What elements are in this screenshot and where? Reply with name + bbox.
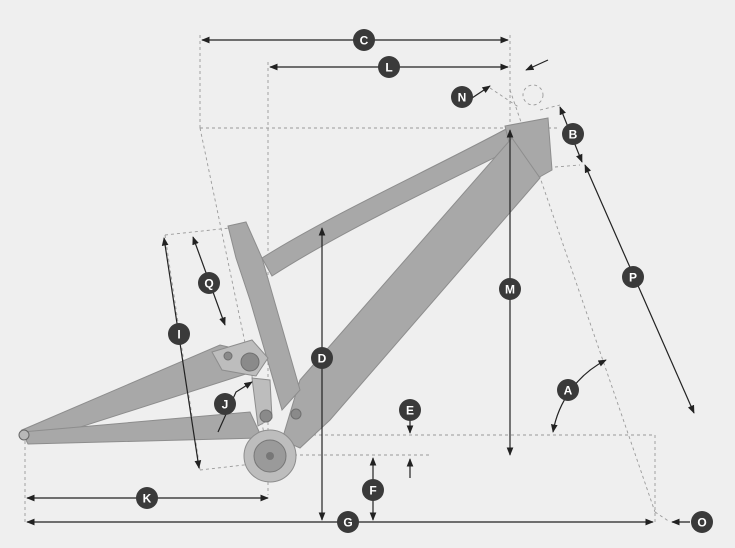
badge-c: C xyxy=(353,29,375,51)
badge-o: O xyxy=(691,511,713,533)
badge-j: J xyxy=(214,393,236,415)
badge-e: E xyxy=(399,399,421,421)
badge-c-label: C xyxy=(360,34,369,48)
dim-j-arrow xyxy=(217,381,253,433)
rear-dropout xyxy=(18,429,30,441)
badge-i-label: I xyxy=(177,328,180,342)
crank-bolt xyxy=(266,452,274,460)
badge-i: I xyxy=(168,323,190,345)
shock-mount xyxy=(290,408,302,420)
badge-a-label: A xyxy=(564,384,573,398)
badge-a: A xyxy=(557,379,579,401)
badge-k: K xyxy=(136,487,158,509)
upper-pivot xyxy=(223,351,233,361)
badge-p: P xyxy=(622,266,644,288)
dim-i xyxy=(161,237,202,469)
dimension-lines xyxy=(26,36,695,526)
down-tube xyxy=(281,137,541,449)
badge-q: Q xyxy=(198,272,220,294)
badge-d-label: D xyxy=(318,352,327,366)
badge-f: F xyxy=(362,479,384,501)
badge-b-label: B xyxy=(569,128,578,142)
badge-m: M xyxy=(499,278,521,300)
dim-n-arrow xyxy=(471,85,491,99)
badge-f-label: F xyxy=(369,484,376,498)
badge-g: G xyxy=(337,511,359,533)
badge-n: N xyxy=(451,86,473,108)
badge-m-label: M xyxy=(505,283,515,297)
badge-k-label: K xyxy=(143,492,152,506)
main-pivot xyxy=(259,409,273,423)
badge-d: D xyxy=(311,347,333,369)
bike-frame xyxy=(18,117,553,483)
badge-g-label: G xyxy=(343,516,352,530)
badge-p-label: P xyxy=(629,271,637,285)
construction-guides xyxy=(24,35,671,525)
badge-b: B xyxy=(562,123,584,145)
badge-o-label: O xyxy=(697,516,706,530)
dim-p xyxy=(584,164,695,414)
seat-tube xyxy=(227,221,301,412)
badge-e-label: E xyxy=(406,404,414,418)
badge-l: L xyxy=(378,56,400,78)
badge-q-label: Q xyxy=(204,277,213,291)
dim-n-arrow-2 xyxy=(525,59,549,71)
badge-j-label: J xyxy=(222,398,229,412)
badge-l-label: L xyxy=(385,61,392,75)
badge-n-label: N xyxy=(458,91,467,105)
rocker-pivot xyxy=(240,352,260,372)
